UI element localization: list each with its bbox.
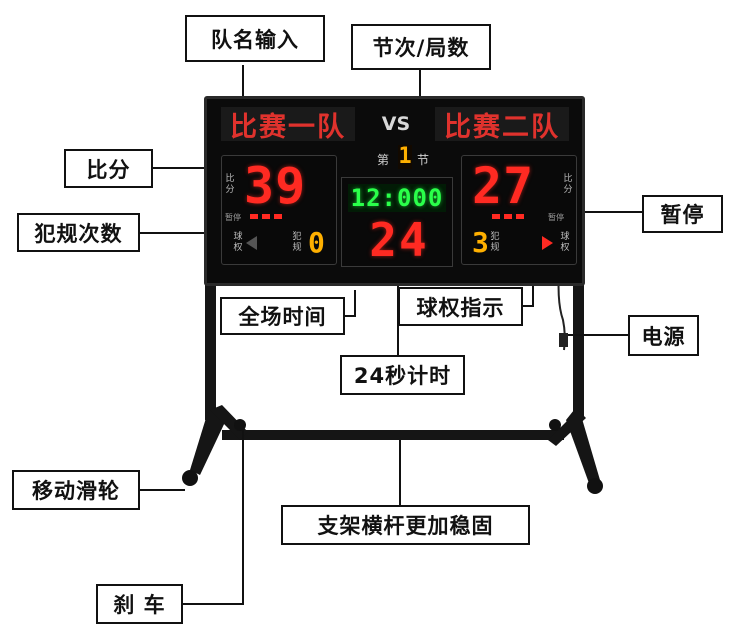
leader-brake — [183, 427, 244, 605]
callout-brake: 刹 车 — [96, 584, 183, 624]
away-timeout-label: 暂停 — [548, 213, 564, 222]
scoreboard: 比赛一队 VS 比赛二队 第 1 节 比分 39 暂停 球权 犯规 0 12:0… — [204, 96, 585, 286]
home-timeout-label: 暂停 — [225, 213, 241, 222]
vs-label: VS — [381, 113, 411, 135]
right-upright — [573, 180, 584, 420]
callout-team-name-input: 队名输入 — [185, 15, 325, 62]
right-wheel — [587, 478, 603, 494]
game-clock: 12:000 — [348, 184, 446, 212]
away-foul-label: 犯规 — [490, 232, 500, 253]
power-plug — [559, 333, 568, 347]
right-rear-wheel — [549, 419, 561, 431]
away-score: 27 — [472, 157, 535, 215]
away-possession-arrow-icon — [542, 236, 553, 250]
left-rear-wheel — [234, 419, 246, 431]
away-team-name: 比赛二队 — [435, 107, 569, 143]
left-foot-back — [210, 405, 248, 440]
shot-clock: 24 — [369, 213, 429, 267]
callout-shot-clock: 24秒计时 — [340, 355, 465, 395]
away-possession-label: 球权 — [560, 232, 570, 253]
callout-game-clock: 全场时间 — [220, 297, 345, 335]
period-prefix: 第 — [377, 153, 390, 167]
leader-game-clock — [345, 290, 356, 317]
home-panel: 比分 39 暂停 球权 犯规 0 — [221, 155, 337, 265]
callout-caster: 移动滑轮 — [12, 470, 140, 510]
away-fouls: 3 — [472, 226, 489, 259]
home-possession-arrow-icon — [246, 236, 257, 250]
left-upright — [205, 270, 216, 420]
home-timeout-dot — [250, 214, 258, 219]
callout-score: 比分 — [64, 149, 153, 188]
home-score-label: 比分 — [225, 174, 235, 195]
home-foul-label: 犯规 — [292, 232, 302, 253]
home-timeout-dot — [262, 214, 270, 219]
period-suffix: 节 — [417, 153, 430, 167]
callout-foul-count: 犯规次数 — [17, 213, 140, 252]
callout-power: 电源 — [628, 315, 699, 356]
away-timeout-dot — [492, 214, 500, 219]
callout-possession: 球权指示 — [398, 287, 523, 326]
away-timeout-dot — [504, 214, 512, 219]
home-timeout-dot — [274, 214, 282, 219]
period-digit: 1 — [398, 144, 412, 169]
left-foot — [190, 405, 226, 475]
away-panel: 27 比分 暂停 3 犯规 球权 — [461, 155, 577, 265]
left-wheel — [182, 470, 198, 486]
callout-stand-bar: 支架横杆更加稳固 — [281, 505, 530, 545]
callout-timeout: 暂停 — [642, 195, 723, 233]
right-foot-back — [548, 410, 586, 446]
home-team-name: 比赛一队 — [221, 107, 355, 143]
callout-period-count: 节次/局数 — [351, 24, 491, 70]
away-score-label: 比分 — [563, 174, 573, 195]
cross-bar — [222, 430, 564, 440]
home-score: 39 — [244, 157, 307, 215]
home-possession-label: 球权 — [233, 232, 243, 253]
clock-panel: 12:000 24 — [341, 177, 453, 267]
away-timeout-dot — [516, 214, 524, 219]
home-fouls: 0 — [308, 226, 325, 259]
